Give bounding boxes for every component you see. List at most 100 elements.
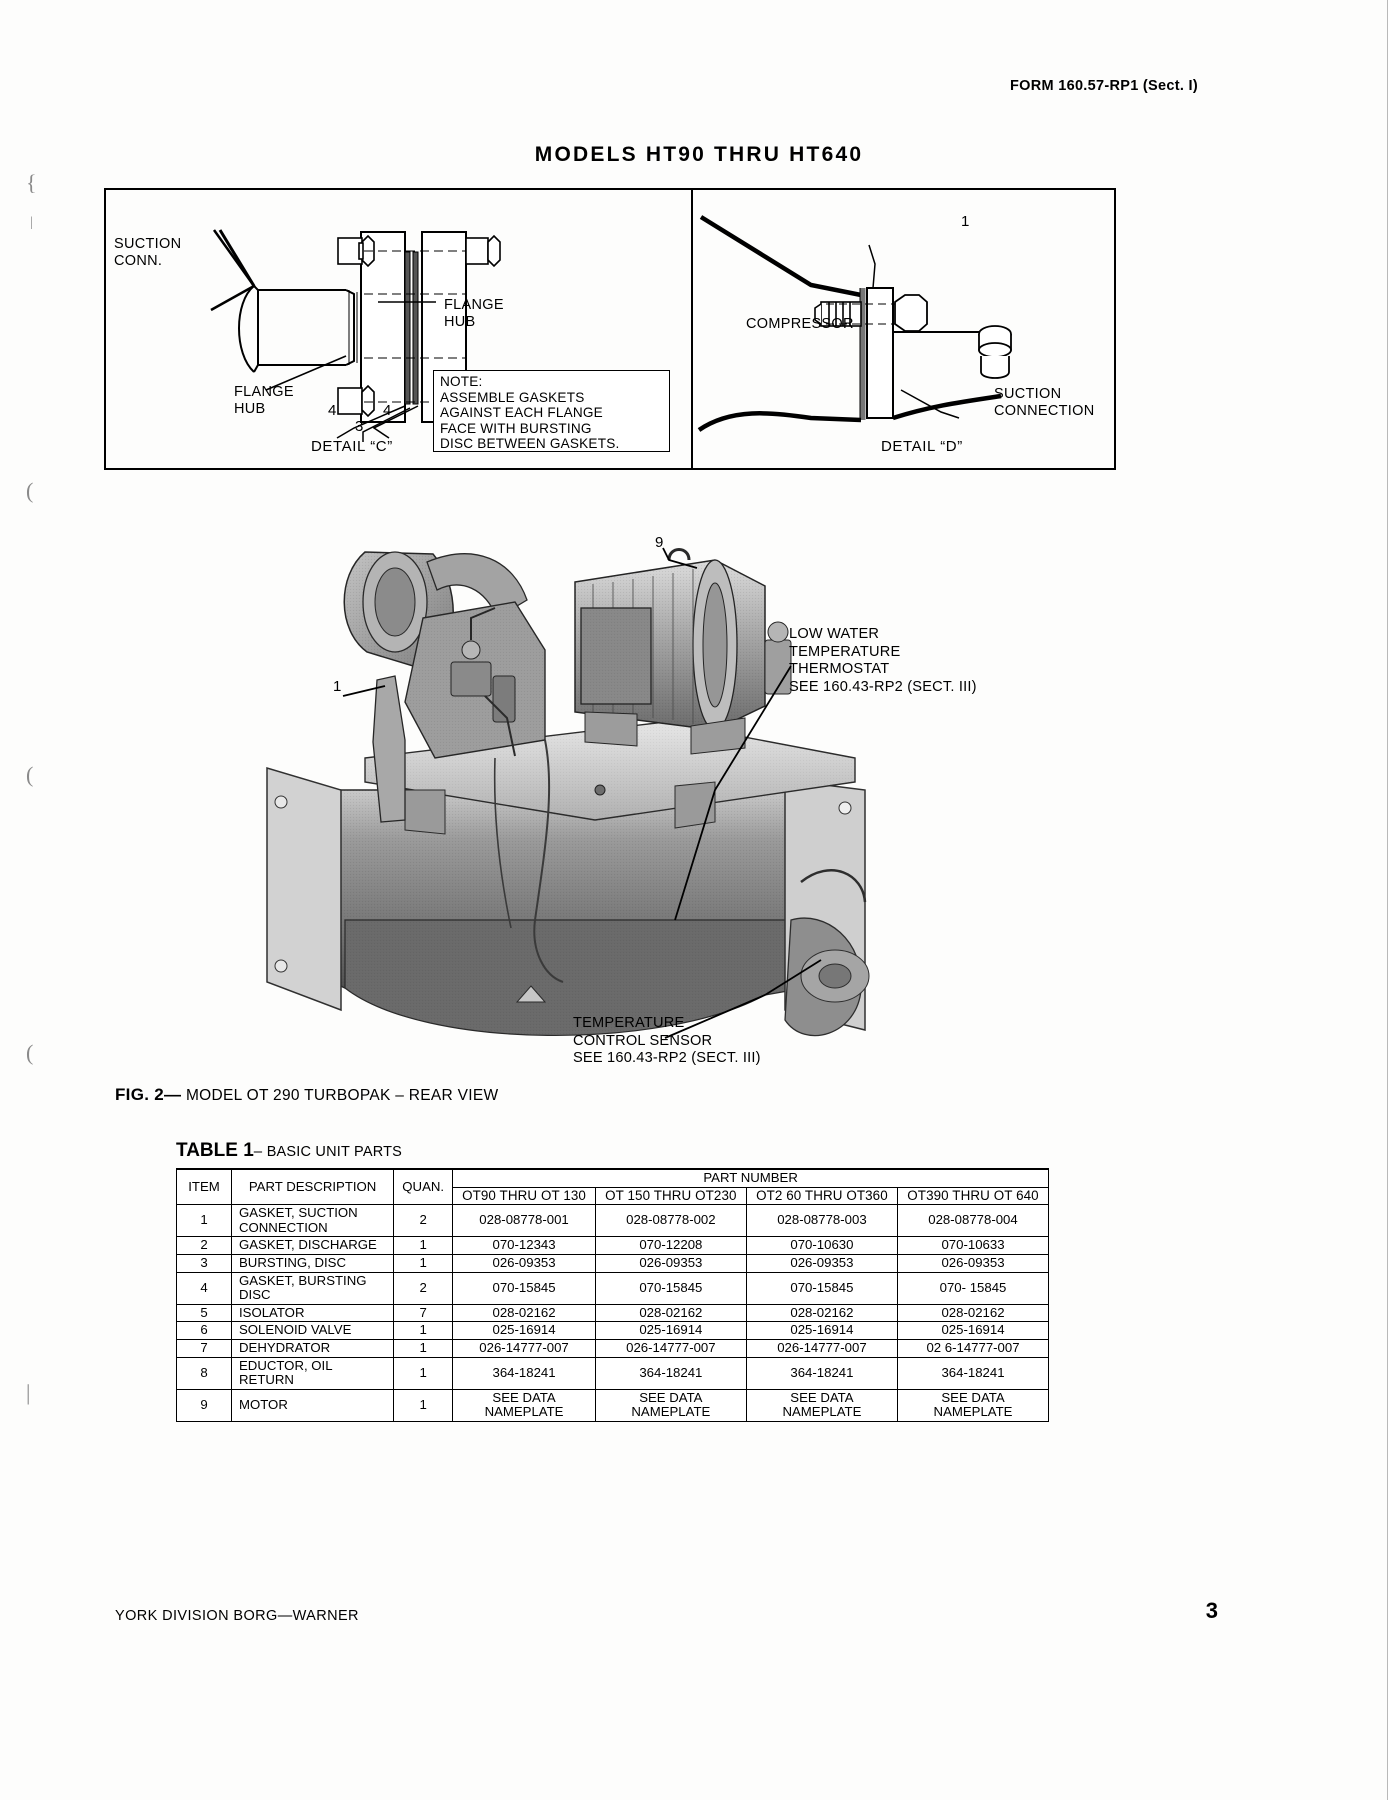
photo-callout-leaders xyxy=(342,547,822,1039)
cell-item: 9 xyxy=(176,1388,232,1422)
cell-part-number-2: 026-14777-007 xyxy=(594,1338,747,1358)
cell-part-number-2: 028-08778-002 xyxy=(594,1204,747,1238)
cell-part-number-4: 025-16914 xyxy=(897,1321,1049,1340)
suction-connection-label: SUCTION CONNECTION xyxy=(994,386,1095,419)
cell-quan: 1 xyxy=(393,1321,454,1340)
cell-description: SOLENOID VALVE xyxy=(230,1321,395,1340)
cell-part-number-2: 025-16914 xyxy=(594,1321,747,1340)
cell-item: 3 xyxy=(176,1253,232,1273)
table-head: ITEM PART DESCRIPTION QUAN. PART NUMBER … xyxy=(176,1167,1049,1206)
cell-description: DEHYDRATOR xyxy=(230,1338,395,1358)
cell-quan: 1 xyxy=(393,1236,454,1255)
figure-caption-text: MODEL OT 290 TURBOPAK – REAR VIEW xyxy=(181,1087,499,1104)
cell-part-number-3: 026-14777-007 xyxy=(745,1338,899,1358)
cell-part-number-4: 070- 15845 xyxy=(897,1271,1049,1305)
temperature-control-sensor-label: TEMPERATURE CONTROL SENSOR SEE 160.43-RP… xyxy=(573,1015,761,1066)
cell-part-number-2: 070-15845 xyxy=(594,1271,747,1305)
detail-divider xyxy=(691,190,693,468)
cell-part-number-3: 025-16914 xyxy=(745,1321,899,1340)
table-title-dash: – xyxy=(253,1143,267,1160)
suction-conn-label: SUCTION CONN. xyxy=(114,236,182,269)
cell-part-number-4: 028-08778-004 xyxy=(897,1204,1049,1238)
cell-part-number-3: 070-10630 xyxy=(745,1236,899,1255)
cell-item: 7 xyxy=(176,1338,232,1358)
cell-part-number-2: 026-09353 xyxy=(594,1253,747,1273)
cell-quan: 1 xyxy=(393,1253,454,1273)
cell-quan: 1 xyxy=(393,1356,454,1390)
binder-mark: ( xyxy=(26,1040,34,1065)
cell-part-number-3: SEE DATA NAMEPLATE xyxy=(745,1388,899,1422)
cell-part-number-1: 028-02162 xyxy=(452,1303,596,1323)
cell-part-number-1: SEE DATA NAMEPLATE xyxy=(452,1388,596,1422)
callout-3: 3 xyxy=(355,418,364,435)
cell-part-number-1: 070-15845 xyxy=(452,1271,596,1305)
cell-quan: 1 xyxy=(393,1388,454,1422)
col-part-number-group: PART NUMBER xyxy=(452,1167,1049,1188)
photo-callout-9: 9 xyxy=(655,534,664,551)
col-quan: QUAN. xyxy=(393,1168,454,1206)
cell-part-number-1: 025-16914 xyxy=(452,1321,596,1340)
cell-part-number-1: 028-08778-001 xyxy=(452,1204,596,1238)
cell-part-number-4: 026-09353 xyxy=(897,1253,1049,1273)
cell-part-number-4: SEE DATA NAMEPLATE xyxy=(897,1388,1049,1422)
cell-part-number-3: 028-02162 xyxy=(745,1303,899,1323)
cell-part-number-1: 026-09353 xyxy=(452,1253,596,1273)
cell-part-number-4: 364-18241 xyxy=(897,1356,1049,1390)
cell-part-number-2: 070-12208 xyxy=(594,1236,747,1255)
table-header-row-1: ITEM PART DESCRIPTION QUAN. PART NUMBER xyxy=(176,1167,1049,1206)
cell-part-number-2: 028-02162 xyxy=(594,1303,747,1323)
cell-quan: 2 xyxy=(393,1271,454,1305)
cell-description: BURSTING, DISC xyxy=(230,1253,395,1273)
callout-4-left: 4 xyxy=(328,402,337,419)
col-range-2: OT 150 THRU OT230 xyxy=(594,1186,747,1206)
scan-edge xyxy=(1387,0,1398,1800)
cell-description: ISOLATOR xyxy=(230,1303,395,1323)
cell-part-number-1: 364-18241 xyxy=(452,1356,596,1390)
footer-company: YORK DIVISION BORG—WARNER xyxy=(115,1608,359,1624)
cell-quan: 7 xyxy=(393,1303,454,1323)
cell-part-number-2: SEE DATA NAMEPLATE xyxy=(594,1388,747,1422)
callout-4-right: 4 xyxy=(383,402,392,419)
cell-part-number-4: 02 6-14777-007 xyxy=(897,1338,1049,1358)
cell-part-number-3: 364-18241 xyxy=(745,1356,899,1390)
cell-item: 4 xyxy=(176,1271,232,1305)
detail-c-caption: DETAIL “C” xyxy=(311,438,393,455)
cell-part-number-4: 070-10633 xyxy=(897,1236,1049,1255)
cell-part-number-2: 364-18241 xyxy=(594,1356,747,1390)
flange-hub-left-label: FLANGE HUB xyxy=(234,384,294,417)
cell-description: GASKET, DISCHARGE xyxy=(230,1236,395,1255)
cell-part-number-1: 070-12343 xyxy=(452,1236,596,1255)
detail-diagram-box: SUCTION CONN. FLANGE HUB FLANGE HUB 4 4 … xyxy=(104,188,1116,470)
page-number: 3 xyxy=(1205,1598,1218,1623)
col-range-3: OT2 60 THRU OT360 xyxy=(745,1186,899,1206)
turbopak-photograph xyxy=(266,548,870,1037)
photo-callout-1: 1 xyxy=(333,678,342,695)
figure-caption: FIG. 2— MODEL OT 290 TURBOPAK – REAR VIE… xyxy=(115,1085,498,1105)
binder-mark: ( xyxy=(26,762,34,787)
cell-quan: 2 xyxy=(393,1204,454,1238)
cell-description: EDUCTOR, OIL RETURN xyxy=(230,1356,395,1390)
col-part-description: PART DESCRIPTION xyxy=(230,1168,395,1206)
table-title-subject: BASIC UNIT PARTS xyxy=(266,1144,403,1160)
detail-d-caption: DETAIL “D” xyxy=(881,438,963,455)
binder-mark: | xyxy=(30,215,33,230)
col-range-1: OT90 THRU OT 130 xyxy=(452,1186,596,1206)
form-number: FORM 160.57-RP1 (Sect. I) xyxy=(1010,78,1198,94)
cell-item: 5 xyxy=(176,1303,232,1323)
binder-mark: ( xyxy=(26,478,34,503)
cell-part-number-4: 028-02162 xyxy=(897,1303,1049,1323)
cell-item: 2 xyxy=(176,1236,232,1255)
cell-quan: 1 xyxy=(393,1338,454,1358)
cell-part-number-3: 028-08778-003 xyxy=(745,1204,899,1238)
col-range-4: OT390 THRU OT 640 xyxy=(897,1186,1049,1206)
cell-item: 1 xyxy=(176,1204,232,1238)
compressor-label: COMPRESSOR xyxy=(746,316,854,332)
binder-mark: | xyxy=(26,1380,31,1405)
cell-part-number-3: 070-15845 xyxy=(745,1271,899,1305)
